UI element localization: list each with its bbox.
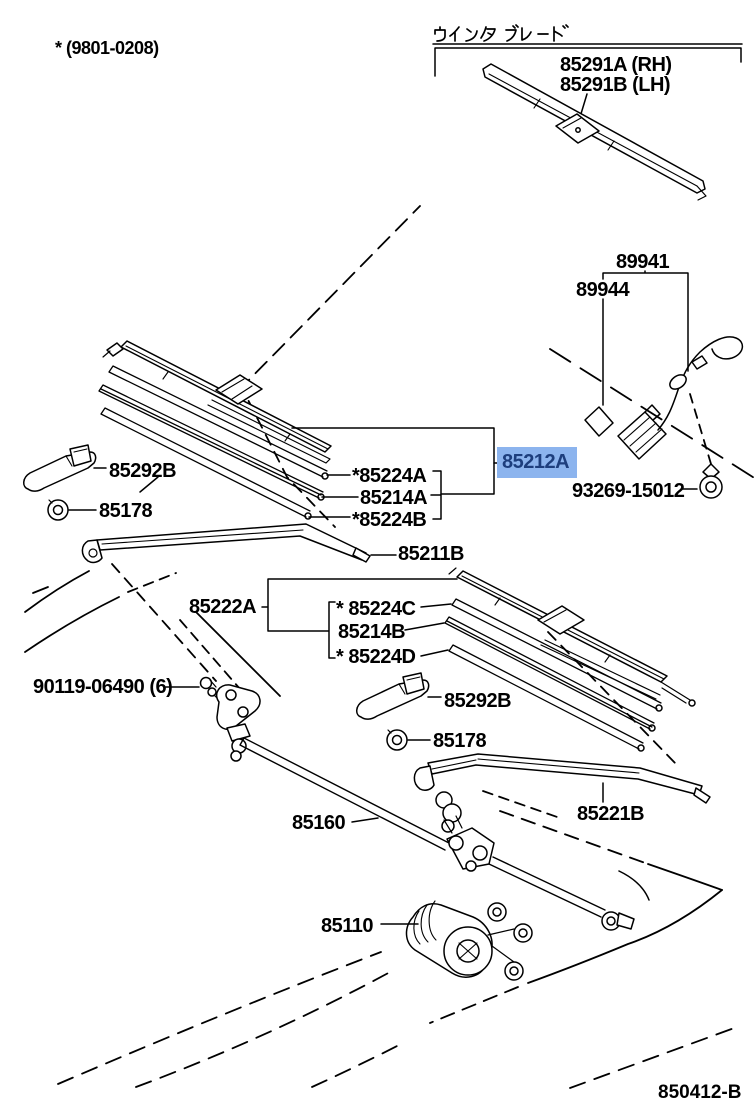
part-label-85214a[interactable]: 85214A [360,487,428,509]
part-label-93269-15012[interactable]: 93269-15012 [572,480,685,502]
part-label-85291a[interactable]: 85291A (RH) [560,54,672,76]
part-label-85292b-1[interactable]: 85292B [109,460,177,482]
part-label-85178-1[interactable]: 85178 [99,500,153,522]
part-label-85211b[interactable]: 85211B [398,543,464,565]
arm-nut-2-illustration [386,729,431,751]
wiper-linkage-illustration [239,737,635,931]
part-label-89941[interactable]: 89941 [616,251,670,273]
arm-head-cover-2-illustration [356,672,442,720]
harness-illustration [584,270,744,499]
part-label-85222a[interactable]: 85222A [189,596,257,618]
windshield-context-lines [24,205,756,1089]
pivot-assembly-illustration [215,684,261,762]
part-label-89944[interactable]: 89944 [576,279,630,301]
winter-blade-section-title: ウインタ ブレード [433,26,566,41]
part-label-85224c[interactable]: * 85224C [336,598,416,620]
front-blade-lh-illustration [261,567,696,752]
wiper-arm-1-illustration [81,523,397,564]
diagram-code: 850412-B [658,1082,742,1103]
front-blade-rh-illustration [98,340,501,520]
pivot-bolt-illustration [165,676,221,702]
wiper-motor-illustration [380,900,533,981]
date-range-note: * (9801-0208) [55,38,159,58]
part-label-85214b[interactable]: 85214B [338,621,406,643]
part-label-85221b[interactable]: 85221B [577,803,645,825]
arm-nut-1-illustration [47,499,97,521]
winter-blade-section-illustration [432,43,743,201]
part-label-90119-06490[interactable]: 90119-06490 (6) [33,676,173,698]
arm-head-cover-1-illustration [23,444,159,493]
part-label-85224d[interactable]: * 85224D [336,646,416,668]
part-label-85224b[interactable]: *85224B [352,509,427,531]
wiper-arm-2-illustration [413,753,711,834]
winter-blade-title-strokes [434,24,569,42]
part-label-85160[interactable]: 85160 [292,812,346,834]
part-label-85224a[interactable]: *85224A [352,465,427,487]
part-label-85110[interactable]: 85110 [321,915,374,937]
part-label-85178-2[interactable]: 85178 [433,730,487,752]
part-label-85292b-2[interactable]: 85292B [444,690,512,712]
part-label-85212a: 85212A [502,451,570,473]
highlighted-part-85212a[interactable]: 85212A [497,447,577,478]
part-label-85291b[interactable]: 85291B (LH) [560,74,671,96]
